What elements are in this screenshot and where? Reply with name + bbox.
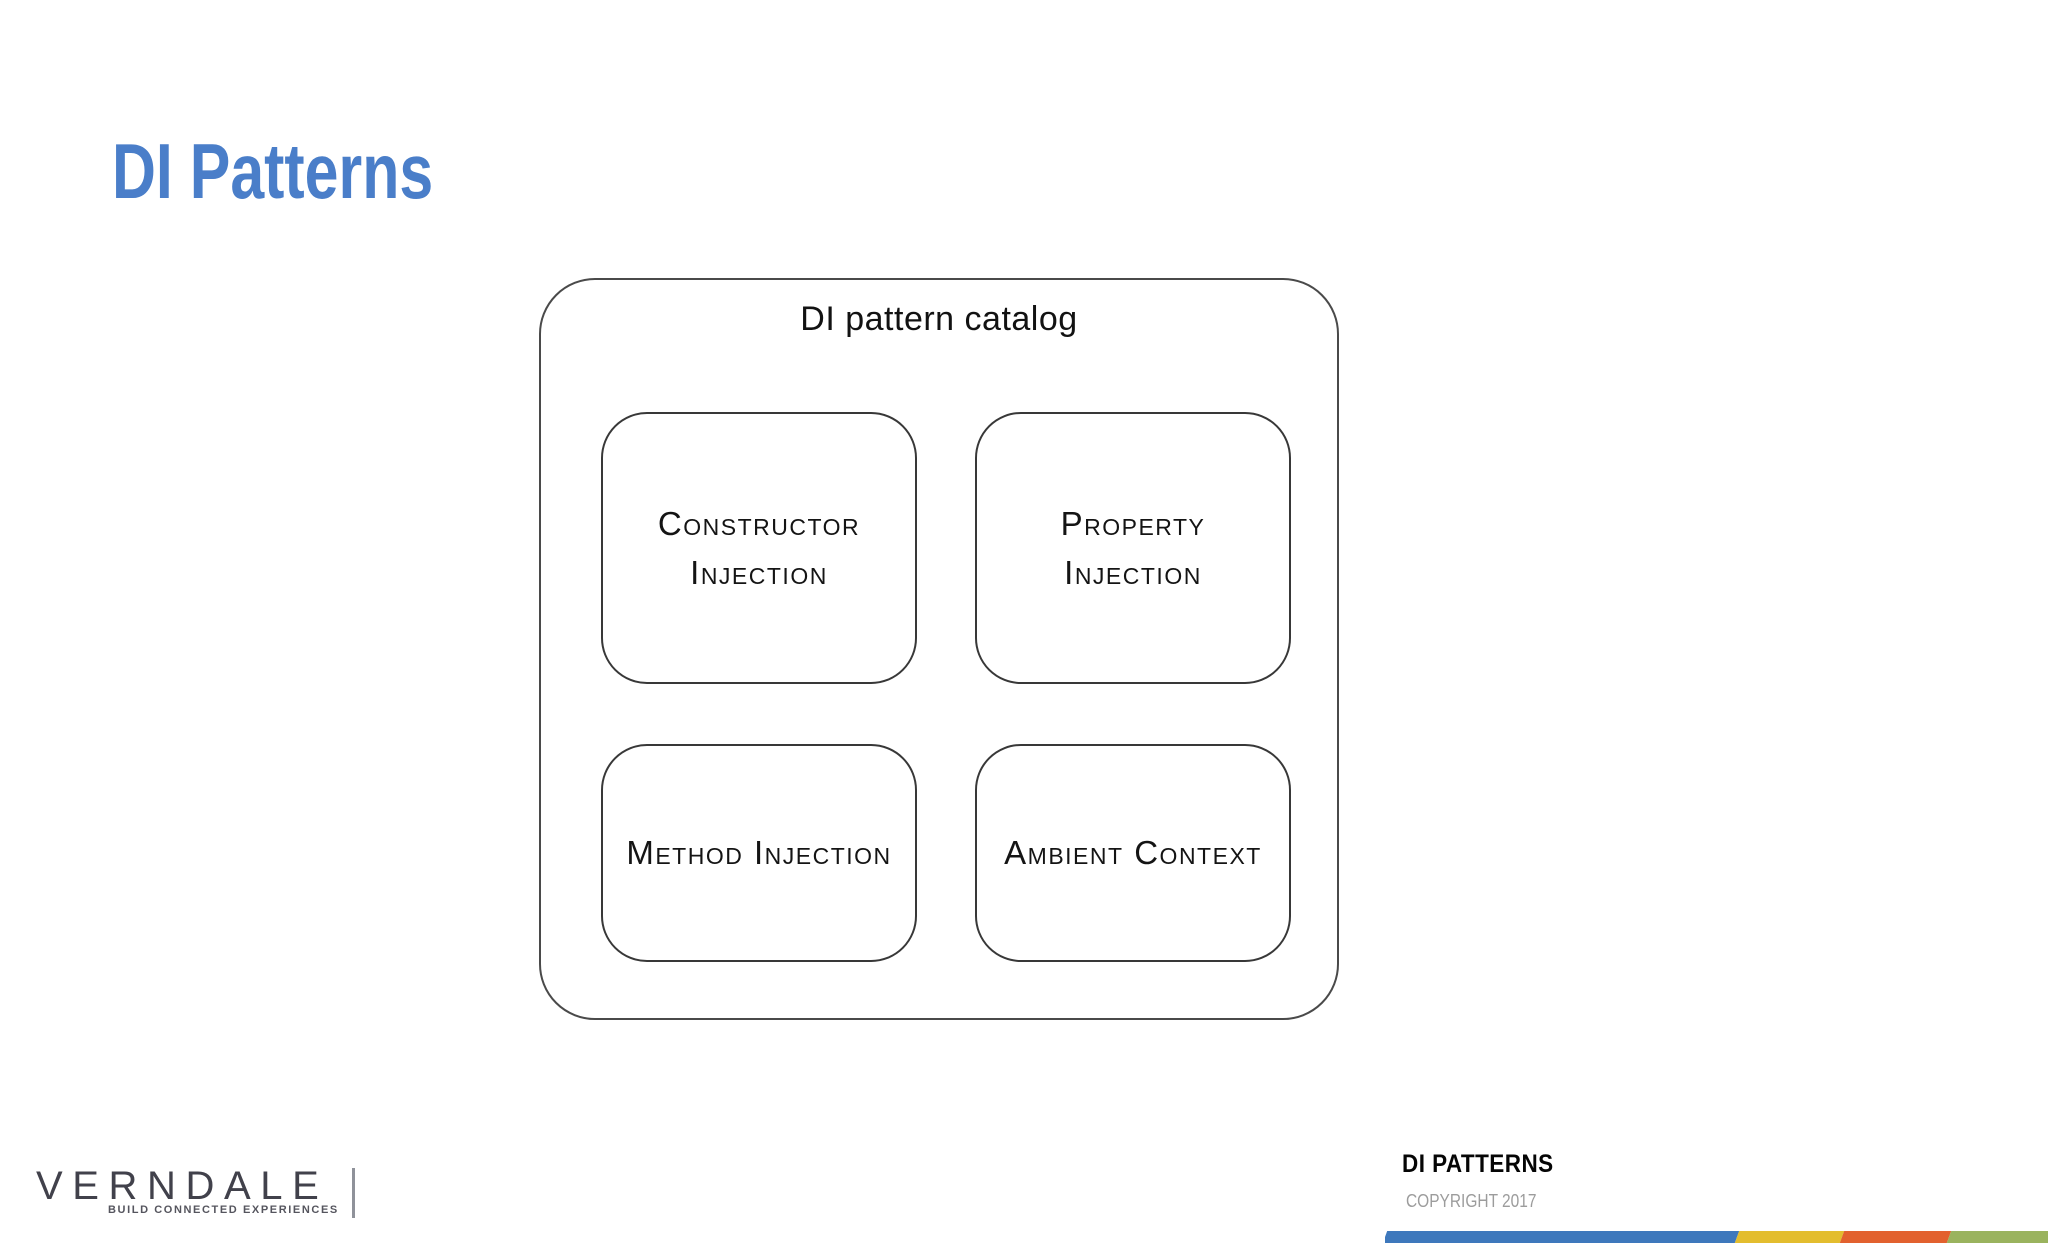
pattern-box-ambient-context: Ambient Context [975, 744, 1291, 962]
footer-copyright: COPYRIGHT 2017 [1406, 1191, 1537, 1211]
page-title: DI Patterns [112, 127, 434, 216]
pattern-box-property-injection: Property Injection [975, 412, 1291, 684]
pattern-label-line: Injection [690, 554, 828, 591]
color-bar-segment-green [1946, 1231, 2048, 1243]
pattern-label-line: Property [1060, 504, 1206, 542]
pattern-box-method-injection: Method Injection [601, 744, 917, 962]
footer-divider [352, 1168, 355, 1218]
pattern-label-line: Injection [1064, 554, 1202, 591]
pattern-label-line: Constructor [657, 504, 861, 542]
pattern-label-line: Ambient Context [1004, 834, 1262, 872]
footer-slide-name: DI PATTERNS [1402, 1150, 1554, 1178]
di-pattern-catalog-diagram: DI pattern catalog Constructor Injection… [539, 278, 1339, 1020]
verndale-tagline: BUILD CONNECTED EXPERIENCES [108, 1204, 339, 1216]
color-bar-segment-yellow [1734, 1231, 1845, 1243]
pattern-label-line: Method Injection [626, 834, 892, 872]
footer-color-bar [1385, 1231, 2048, 1243]
diagram-title: DI pattern catalog [800, 300, 1078, 338]
color-bar-segment-blue [1385, 1231, 1740, 1243]
color-bar-segment-orange [1839, 1231, 1952, 1243]
pattern-box-constructor-injection: Constructor Injection [601, 412, 917, 684]
verndale-logo: VERNDALE [36, 1164, 329, 1208]
